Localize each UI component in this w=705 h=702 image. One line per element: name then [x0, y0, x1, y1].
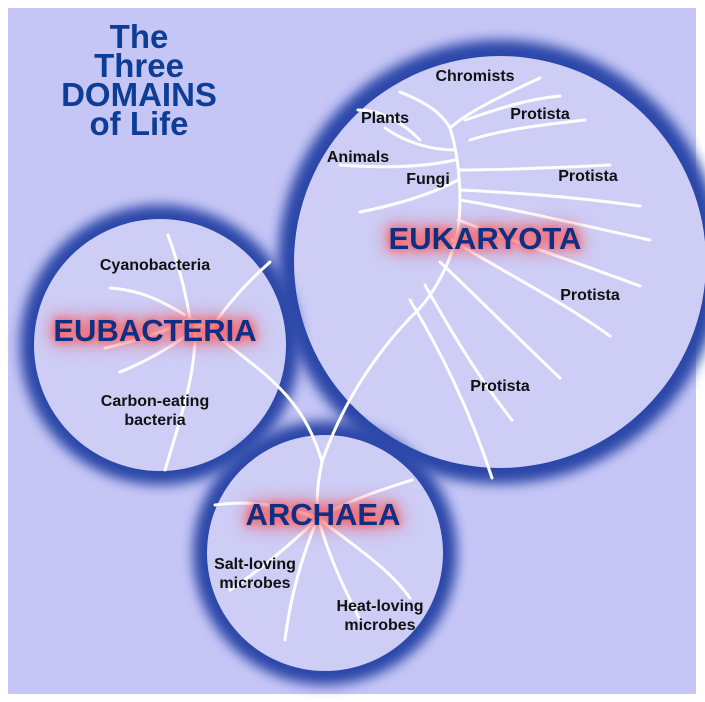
diagram-title: The Three DOMAINS of Life [44, 22, 234, 138]
archaea-circle [193, 421, 457, 685]
label-protista-lower-right: Protista [540, 286, 640, 305]
eukaryota-label: EUKARYOTA [370, 221, 600, 257]
label-fungi: Fungi [388, 170, 468, 189]
label-protista-bottom: Protista [450, 377, 550, 396]
label-plants: Plants [340, 109, 430, 128]
salt-line-1: Salt-loving [185, 555, 325, 574]
label-animals: Animals [308, 148, 408, 167]
archaea-label: ARCHAEA [228, 497, 418, 533]
label-heat-loving-microbes: Heat-loving microbes [305, 597, 455, 635]
carbon-line-1: Carbon-eating [70, 392, 240, 411]
label-protista-upper: Protista [490, 105, 590, 124]
heat-line-1: Heat-loving [305, 597, 455, 616]
label-chromists: Chromists [415, 67, 535, 86]
label-cyanobacteria: Cyanobacteria [65, 256, 245, 275]
label-carbon-eating-bacteria: Carbon-eating bacteria [70, 392, 240, 430]
heat-line-2: microbes [305, 616, 455, 635]
label-protista-right: Protista [538, 167, 638, 186]
salt-line-2: microbes [185, 574, 325, 593]
label-salt-loving-microbes: Salt-loving microbes [185, 555, 325, 593]
title-line-4: of Life [44, 109, 234, 138]
carbon-line-2: bacteria [70, 411, 240, 430]
eubacteria-label: EUBACTERIA [35, 313, 275, 349]
